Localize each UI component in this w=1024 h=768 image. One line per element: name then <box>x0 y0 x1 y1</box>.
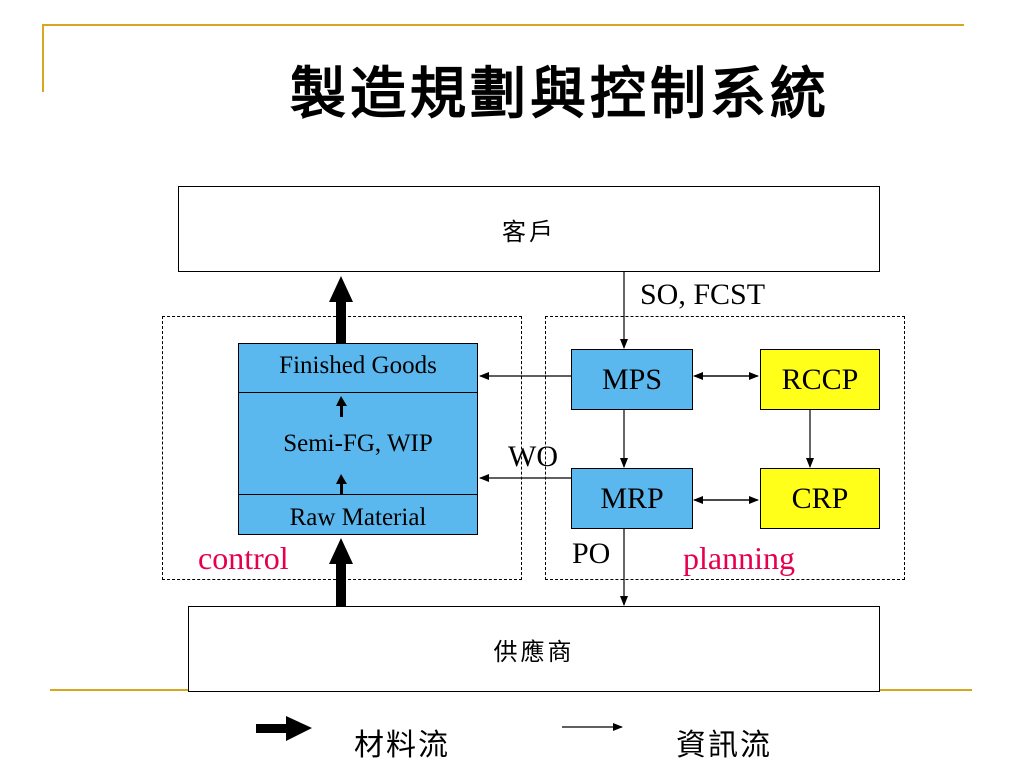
legend-material-flow-label: 材料流 <box>354 728 450 763</box>
inventory-stack: Finished Goods Semi-FG, WIP Raw Material <box>238 343 478 535</box>
supplier-box: 供應商 <box>188 606 880 692</box>
material-flow-wip-to-fg <box>336 396 347 417</box>
mps-label: MPS <box>601 362 663 396</box>
mrp-label: MRP <box>600 481 664 515</box>
po-label: PO <box>572 537 611 570</box>
planning-label: planning <box>683 540 795 576</box>
crp-box: CRP <box>760 468 880 529</box>
material-flow-up-from-supplier <box>329 538 353 606</box>
control-label: control <box>198 540 289 576</box>
customer-label: 客戶 <box>502 217 556 246</box>
rccp-label: RCCP <box>781 362 859 396</box>
frame-top-line <box>42 24 964 26</box>
stack-divider <box>239 392 477 393</box>
raw-material-label: Raw Material <box>289 504 427 531</box>
material-flow-rm-to-wip <box>336 474 347 495</box>
supplier-label: 供應商 <box>493 637 575 666</box>
mps-box: MPS <box>571 349 693 410</box>
material-flow-up-to-customer <box>329 276 353 343</box>
so-fcst-label: SO, FCST <box>640 278 766 311</box>
crp-label: CRP <box>791 481 849 515</box>
mrp-box: MRP <box>571 468 693 529</box>
page-title: 製造規劃與控制系統 <box>290 62 830 127</box>
planning-region <box>545 316 905 580</box>
rccp-box: RCCP <box>760 349 880 410</box>
frame-left-line <box>42 24 44 92</box>
finished-goods-label: Finished Goods <box>279 352 437 379</box>
semi-fg-wip-label: Semi-FG, WIP <box>283 430 433 457</box>
customer-box: 客戶 <box>178 186 880 272</box>
wo-label: WO <box>508 440 558 473</box>
legend-information-flow-label: 資訊流 <box>676 728 772 763</box>
legend-material-arrow <box>256 716 312 741</box>
stack-divider <box>239 494 477 495</box>
